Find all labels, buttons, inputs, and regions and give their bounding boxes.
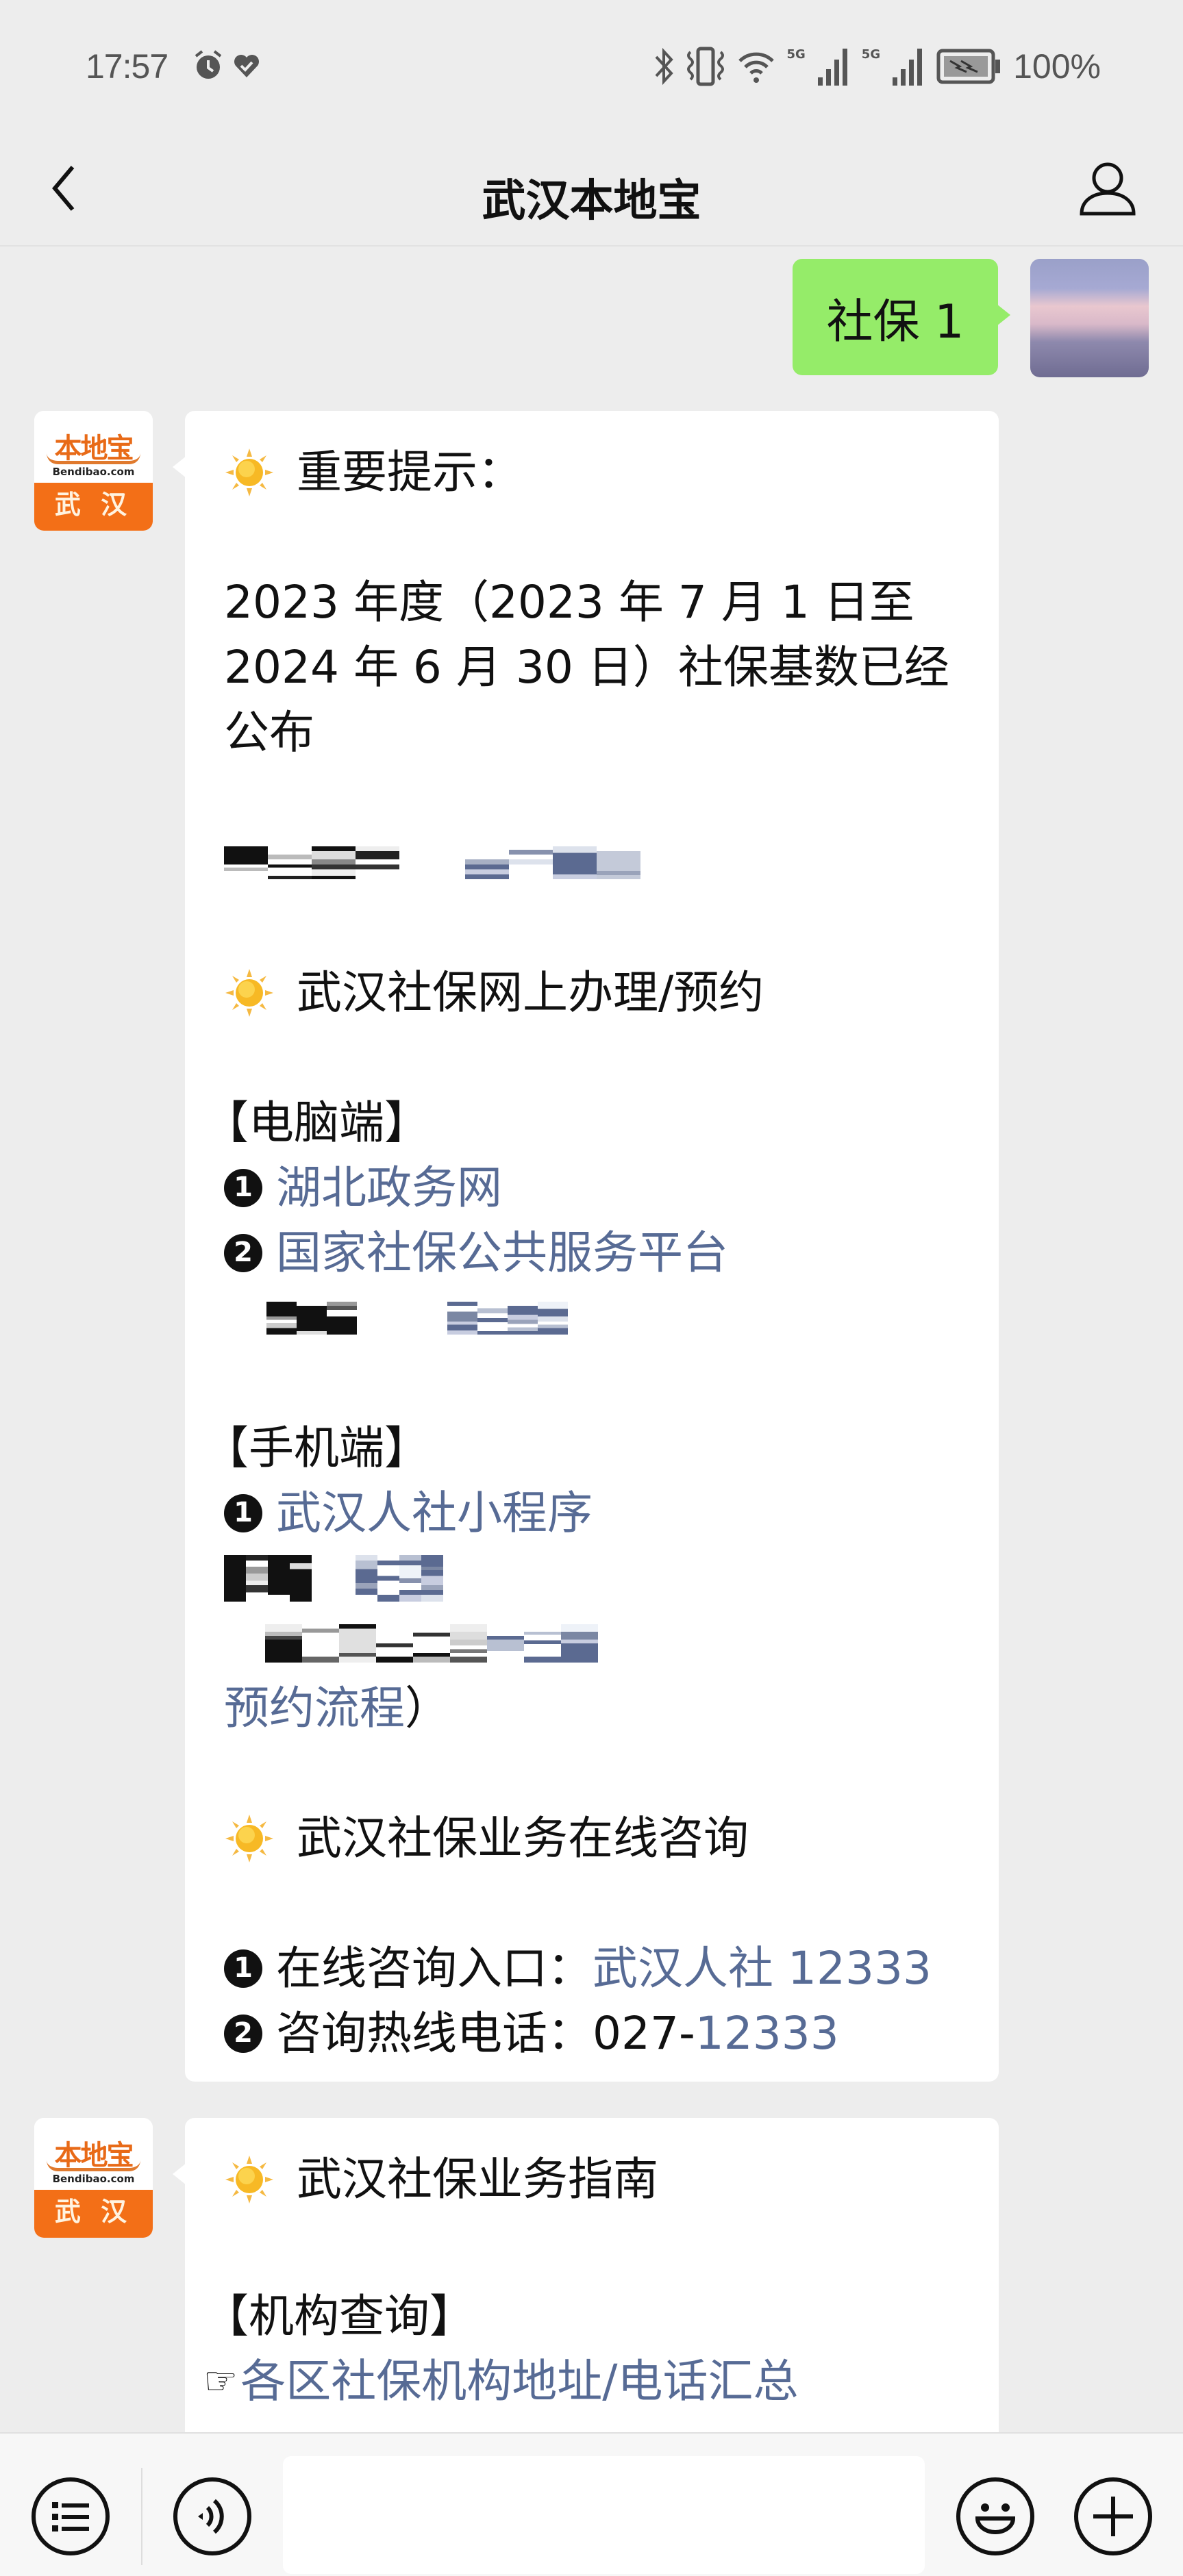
- mobile-heading: 【手机端】: [203, 1422, 429, 1474]
- org-heading: 【机构查询】: [203, 2290, 475, 2343]
- more-button[interactable]: [1074, 2477, 1152, 2555]
- plus-icon: [1093, 2497, 1133, 2536]
- bot-avatar[interactable]: 本地宝 Bendibao.com 武 汉: [34, 2118, 153, 2238]
- wifi-icon: [738, 52, 775, 83]
- censored-link-row: [224, 1545, 985, 1611]
- bot-message-bubble: 重要提示： 2023 年度（2023 年 7 月 1 日至 2024 年 6 月…: [173, 411, 999, 2082]
- voice-button[interactable]: [173, 2477, 251, 2555]
- user-message-bubble[interactable]: 社保 1: [793, 259, 1010, 375]
- censored-text: [224, 846, 399, 879]
- message-input[interactable]: [283, 2456, 925, 2574]
- censored-link[interactable]: [465, 846, 640, 879]
- censored-link[interactable]: [356, 1554, 443, 1602]
- user-message-text: 社保 1: [826, 294, 964, 349]
- hubei-gov-link[interactable]: 湖北政务网: [276, 1161, 502, 1214]
- pc-heading: 【电脑端】: [203, 1096, 429, 1149]
- bot-avatar[interactable]: 本地宝 Bendibao.com 武 汉: [34, 411, 153, 531]
- pointing-hand-icon: ☞: [203, 2359, 238, 2403]
- consult-entry-label: 在线咨询入口：: [276, 1942, 593, 1995]
- emoji-icon: [975, 2503, 1016, 2534]
- chat-header: 武汉本地宝: [0, 137, 1183, 247]
- signal-5g-1-icon: [817, 49, 847, 86]
- online-section-title: 武汉社保网上办理/预约: [297, 966, 764, 1019]
- bluetooth-icon: [656, 47, 674, 86]
- network-type-label: 5G: [861, 47, 881, 62]
- avatar-domain: Bendibao.com: [52, 2173, 135, 2185]
- censored-link[interactable]: [447, 1301, 568, 1335]
- district-offices-link[interactable]: 各区社保机构地址/电话汇总: [240, 2355, 799, 2408]
- notice-text: 2024 年 6 月 30 日）社保基数已经: [224, 641, 949, 694]
- important-title: 重要提示：: [297, 446, 523, 498]
- national-social-security-link[interactable]: 国家社保公共服务平台: [276, 1226, 728, 1279]
- back-button[interactable]: [42, 151, 84, 226]
- alarm-icon: [195, 50, 222, 79]
- wuhan-hrss-miniprogram-link[interactable]: 武汉人社小程序: [276, 1487, 593, 1539]
- consult-section-title: 武汉社保业务在线咨询: [297, 1812, 749, 1865]
- closing-paren: ）: [405, 1682, 450, 1734]
- voice-icon: [198, 2499, 224, 2534]
- list-menu-icon: [52, 2502, 89, 2531]
- profile-button[interactable]: [1073, 151, 1142, 226]
- avatar-city: 武 汉: [34, 2190, 153, 2238]
- sun-icon: [224, 447, 275, 498]
- hotline-label: 咨询热线电话：: [276, 2007, 593, 2060]
- sun-icon: [224, 968, 275, 1018]
- status-bar: 17:57 5G 5G 100%: [0, 0, 1183, 137]
- battery-charging-icon: [936, 49, 1001, 84]
- chat-title: 武汉本地宝: [482, 176, 701, 227]
- censored-text: [224, 1554, 312, 1602]
- censored-link-row: [224, 830, 985, 895]
- number-1-icon: 1: [224, 1168, 262, 1207]
- vibrate-icon: [687, 47, 725, 86]
- notice-text: 2023 年度（2023 年 7 月 1 日至: [224, 576, 914, 629]
- battery-percent: 100%: [1013, 47, 1101, 86]
- censored-link[interactable]: [487, 1624, 598, 1663]
- hotline-number-link[interactable]: 12333: [695, 2007, 839, 2060]
- number-2-icon: 2: [224, 2014, 262, 2053]
- hotline-prefix: 027-: [593, 2007, 695, 2060]
- chat-input-bar: [0, 2432, 1183, 2576]
- censored-link-row: [224, 1611, 985, 1676]
- network-type-label: 5G: [786, 47, 806, 62]
- avatar-city: 武 汉: [34, 483, 153, 531]
- heart-check-icon: [234, 55, 259, 77]
- bot-message-bubble: 武汉社保业务指南 【机构查询】 ☞ 各区社保机构地址/电话汇总: [173, 2118, 999, 2474]
- emoji-button[interactable]: [956, 2477, 1034, 2555]
- avatar-domain: Bendibao.com: [52, 466, 135, 478]
- guide-section-title: 武汉社保业务指南: [297, 2153, 658, 2206]
- chevron-left-icon: [52, 166, 75, 211]
- wuhan-12333-link[interactable]: 武汉人社 12333: [593, 1942, 932, 1995]
- sun-icon: [224, 1813, 275, 1864]
- number-1-icon: 1: [224, 1493, 262, 1532]
- censored-link-row: [224, 1285, 985, 1350]
- notice-text: 公布: [224, 706, 314, 759]
- censored-text: [266, 1301, 357, 1335]
- person-icon: [1080, 162, 1136, 216]
- number-1-icon: 1: [224, 1949, 262, 1988]
- number-2-icon: 2: [224, 1233, 262, 1272]
- appointment-process-link[interactable]: 预约流程: [224, 1682, 405, 1734]
- censored-text: [265, 1624, 487, 1663]
- divider: [141, 2468, 142, 2565]
- status-time: 17:57: [86, 47, 169, 86]
- user-avatar[interactable]: [1030, 259, 1149, 377]
- menu-button[interactable]: [32, 2477, 110, 2555]
- sun-icon: [224, 2154, 275, 2205]
- signal-5g-2-icon: [893, 49, 923, 86]
